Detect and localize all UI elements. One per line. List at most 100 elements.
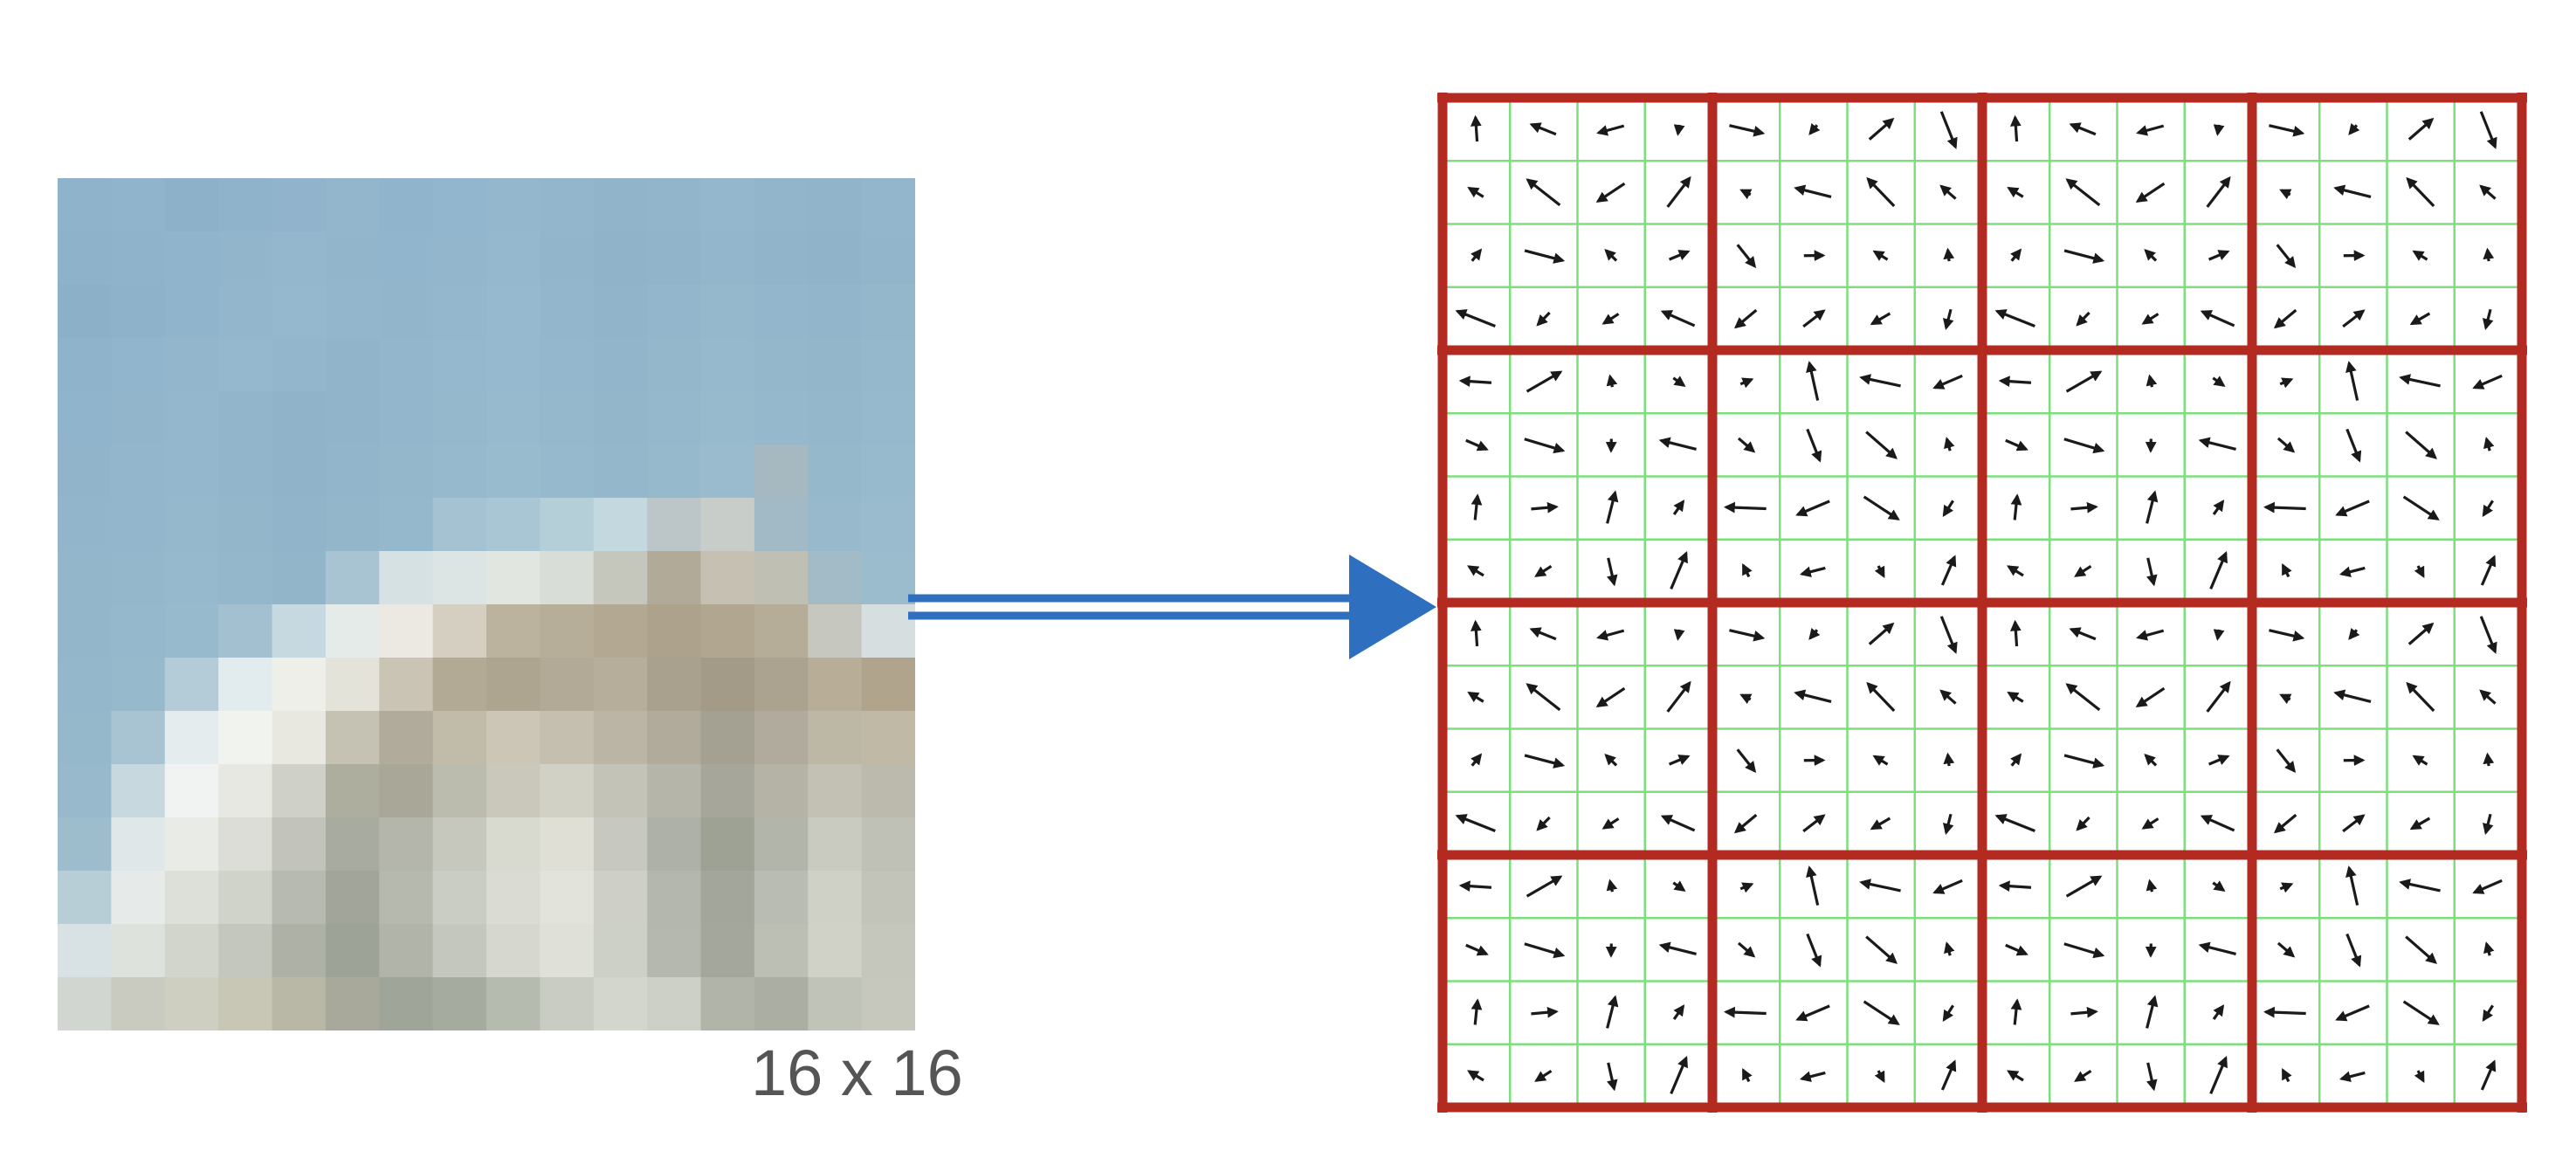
gradient-vector <box>1601 817 1620 830</box>
gradient-vector <box>2472 879 2503 894</box>
pixel-cell <box>861 764 915 819</box>
pixel-cell <box>647 658 702 713</box>
gradient-vector <box>1673 124 1685 136</box>
gradient-vector <box>2263 501 2306 514</box>
pixel-cell <box>272 445 327 500</box>
gradient-vector <box>2483 752 2495 767</box>
pixel-cell <box>432 817 488 872</box>
pixel-cell <box>218 871 273 926</box>
gradient-vector <box>1870 817 1891 831</box>
gradient-vector <box>1739 189 1753 200</box>
gradient-vector <box>2076 816 2090 831</box>
gradient-vector <box>1741 1068 1753 1083</box>
gradient-vector <box>1940 555 1957 586</box>
pixel-cell <box>754 977 809 1030</box>
pixel-cell <box>700 391 756 446</box>
pixel-cell <box>325 551 381 606</box>
gradient-vector <box>1729 629 1766 642</box>
gradient-vector <box>1670 1055 1688 1095</box>
pixel-cell <box>754 338 809 393</box>
pixel-cell <box>272 977 327 1030</box>
gradient-vector <box>1724 1006 1767 1018</box>
pixel-cell <box>164 445 220 500</box>
gradient-vector <box>1465 438 1489 451</box>
gradient-vector <box>2342 309 2366 328</box>
gradient-vector <box>1939 616 1958 654</box>
gradient-vector <box>2146 995 2159 1029</box>
pixel-cell <box>593 604 649 659</box>
gradient-vector <box>1471 998 1483 1025</box>
pixel-cell <box>379 498 434 553</box>
pixel-cell <box>164 604 220 659</box>
pixel-cell <box>325 231 381 286</box>
gradient-vector <box>1526 875 1563 898</box>
pixel-cell <box>754 285 809 340</box>
gradient-vector <box>1536 816 1551 831</box>
gradient-vector <box>2483 247 2495 262</box>
pixel-cell <box>164 711 220 766</box>
gradient-vector <box>2063 249 2105 264</box>
gradient-vector <box>2206 176 2231 208</box>
pixel-cell <box>700 764 756 819</box>
gradient-vector <box>2005 943 2028 956</box>
gradient-vector <box>1737 437 1756 453</box>
gradient-vector <box>1467 1070 1484 1082</box>
gradient-vector <box>1601 313 1620 325</box>
pixel-cell <box>432 551 488 606</box>
pixel-cell <box>754 764 809 819</box>
gradient-vector <box>2276 941 2296 958</box>
pixel-cell <box>272 658 327 713</box>
pixel-cell <box>593 658 649 713</box>
gradient-vector <box>1596 124 1625 136</box>
pixel-cell <box>432 445 488 500</box>
pixel-cell <box>164 338 220 393</box>
pixel-cell <box>540 231 595 286</box>
gradient-vector <box>2399 374 2441 388</box>
gradient-vector <box>2063 754 2105 769</box>
gradient-vector <box>2009 619 2022 647</box>
pixel-cell <box>700 338 756 393</box>
gradient-vector <box>2333 689 2372 703</box>
gradient-vector <box>2144 249 2158 262</box>
gradient-vector <box>1932 879 1963 894</box>
pixel-cell <box>808 338 863 393</box>
pixel-cell <box>218 231 273 286</box>
pixel-cell <box>593 285 649 340</box>
pixel-cell <box>861 498 915 553</box>
gradient-vector <box>1998 376 2032 388</box>
pixel-cell <box>700 604 756 659</box>
pixel-cell <box>808 817 863 872</box>
pixel-cell <box>272 391 327 446</box>
gradient-vector <box>2074 1069 2092 1082</box>
pixel-cell <box>111 285 166 340</box>
pixel-cell <box>486 871 541 926</box>
pixel-cell <box>540 711 595 766</box>
gradient-vector <box>1940 1059 1957 1091</box>
pixel-cell <box>111 338 166 393</box>
gradient-vector <box>2135 686 2166 708</box>
gradient-vector <box>1672 376 1686 387</box>
gradient-vector <box>1470 619 1482 647</box>
gradient-vector <box>2480 555 2497 586</box>
pixel-cell <box>754 551 809 606</box>
pixel-cell <box>325 817 381 872</box>
pixel-cell <box>218 338 273 393</box>
gradient-vector <box>1942 1004 1954 1022</box>
pixel-cell <box>593 924 649 979</box>
pixel-cell <box>379 817 434 872</box>
gradient-vector <box>1673 629 1685 641</box>
gradient-vector <box>2007 692 2024 703</box>
pixel-cell <box>486 604 541 659</box>
pixel-cell <box>486 551 541 606</box>
pixel-cell <box>58 285 113 340</box>
pixel-cell <box>379 551 434 606</box>
pixel-cell <box>700 871 756 926</box>
pixel-cell <box>58 977 113 1030</box>
pixel-cell <box>379 445 434 500</box>
gradient-vector <box>1736 244 1757 269</box>
gradient-vector <box>1658 437 1697 451</box>
gradient-vector <box>1859 374 1901 388</box>
pixel-cell <box>272 604 327 659</box>
pixel-cell <box>754 231 809 286</box>
gradient-vector <box>1806 361 1820 401</box>
